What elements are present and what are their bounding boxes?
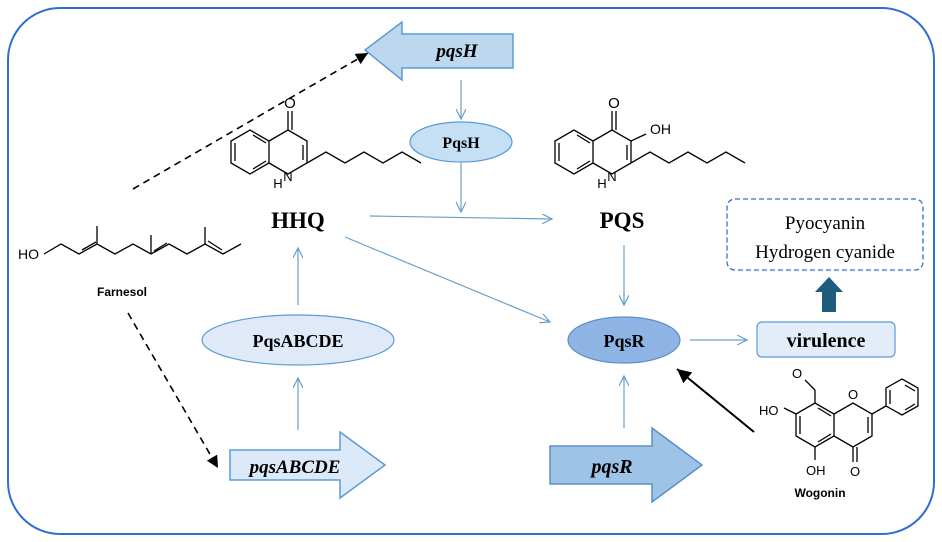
arrow-HHQ-to-PqsR xyxy=(344,236,550,322)
pqs-OH-atom: OH xyxy=(650,121,671,137)
virulence-factors-box: Pyocyanin Hydrogen cyanide xyxy=(726,198,924,271)
virulence-label: virulence xyxy=(787,330,866,352)
hhq-N-atom: N xyxy=(283,169,292,184)
pqsABCDE-gene-arrow: pqsABCDE xyxy=(229,430,387,500)
pqsH-protein: PqsH xyxy=(409,121,513,163)
arrow-HHQ-to-PQS xyxy=(369,216,552,219)
wogonin-O-ring: O xyxy=(848,387,858,402)
farnesol-label: Farnesol xyxy=(97,285,147,299)
pqsH-protein-label: PqsH xyxy=(442,135,480,152)
hhq-structure xyxy=(230,111,422,175)
outer-frame xyxy=(7,7,935,535)
pqsABCDE-gene-label: pqsABCDE xyxy=(248,457,341,478)
arrow-wogonin-to-PqsR xyxy=(676,368,755,433)
pqs-H-atom: H xyxy=(597,176,606,191)
pqsABCDE-protein: PqsABCDE xyxy=(201,314,395,366)
wogonin-O-keto: O xyxy=(850,464,860,479)
wogonin-HO-atom: HO xyxy=(759,403,779,418)
pqs-structure xyxy=(554,111,746,175)
pyocyanin-label: Pyocyanin xyxy=(785,213,866,234)
pqsABCDE-protein-label: PqsABCDE xyxy=(252,331,343,351)
wogonin-OH-atom: OH xyxy=(806,463,826,478)
hhq-H-atom: H xyxy=(273,176,282,191)
pqsH-gene-label: pqsH xyxy=(434,41,478,62)
wogonin-structure xyxy=(783,378,919,462)
pqsR-gene-label: pqsR xyxy=(589,456,632,478)
pqs-O-atom: O xyxy=(608,95,620,112)
hhq-O-atom: O xyxy=(284,95,296,112)
pqs-N-atom: N xyxy=(607,169,616,184)
pqsH-gene-arrow: pqsH xyxy=(363,20,514,82)
pqs-label: PQS xyxy=(600,208,645,233)
farnesol-structure xyxy=(43,226,242,255)
virulence-up-arrow xyxy=(815,277,843,312)
wogonin-label: Wogonin xyxy=(794,486,845,500)
pqsR-gene-arrow: pqsR xyxy=(549,426,704,504)
hcn-label: Hydrogen cyanide xyxy=(755,242,895,263)
pqsR-protein-label: PqsR xyxy=(603,331,645,351)
wogonin-O-methoxy: O xyxy=(792,366,802,381)
virulence-box: virulence xyxy=(756,321,896,358)
hhq-label: HHQ xyxy=(271,208,325,233)
dashed-arrow-farnesol-to-pqsH xyxy=(132,52,369,190)
farnesol-HO-atom: HO xyxy=(18,246,39,262)
connector-arrows xyxy=(298,80,747,430)
dashed-arrow-farnesol-to-pqsABCDE xyxy=(127,312,219,469)
pqsR-protein: PqsR xyxy=(567,316,681,364)
